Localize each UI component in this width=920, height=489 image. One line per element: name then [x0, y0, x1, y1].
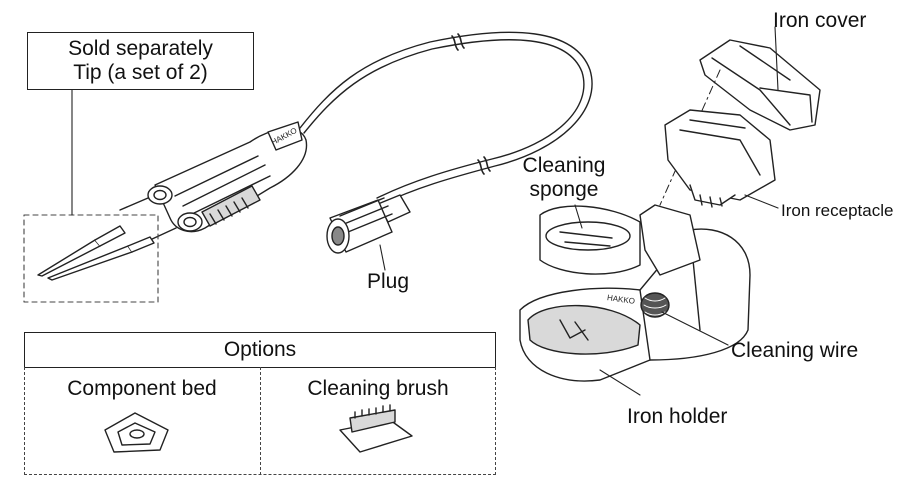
- option-component-bed-label: Component bed: [67, 377, 217, 400]
- component-bed-icon: [104, 412, 169, 453]
- option-cleaning-brush-label: Cleaning brush: [307, 377, 449, 400]
- cleaning-wire-coil: [640, 292, 670, 318]
- power-cord: [299, 31, 593, 206]
- options-header: Options: [24, 332, 496, 368]
- cleaning-brush-icon: [339, 404, 413, 453]
- options-divider: [260, 367, 261, 475]
- options-title: Options: [223, 338, 297, 361]
- cleaning-sponge-label-line2: sponge: [529, 178, 599, 201]
- soldering-iron-handpiece: [119, 121, 308, 241]
- cleaning-wire-label: Cleaning wire: [731, 339, 859, 362]
- sold-separately-line2: Tip (a set of 2): [73, 61, 208, 84]
- iron-cover-label: Iron cover: [773, 9, 867, 32]
- iron-holder-label: Iron holder: [627, 405, 728, 428]
- cleaning-sponge-label-line1: Cleaning: [522, 154, 606, 177]
- plug-label: Plug: [367, 270, 410, 293]
- sold-separately-line1: Sold separately: [68, 37, 213, 60]
- iron-receptacle-label: Iron receptacle: [781, 201, 894, 220]
- iron-receptacle: [664, 109, 779, 209]
- sold-separately-callout: Sold separately Tip (a set of 2): [27, 32, 254, 90]
- plug-connector: [326, 194, 411, 271]
- iron-stand: [519, 204, 751, 396]
- soldering-tips: [23, 89, 159, 303]
- options-panel: Options Component bed Cleaning brush: [24, 332, 496, 475]
